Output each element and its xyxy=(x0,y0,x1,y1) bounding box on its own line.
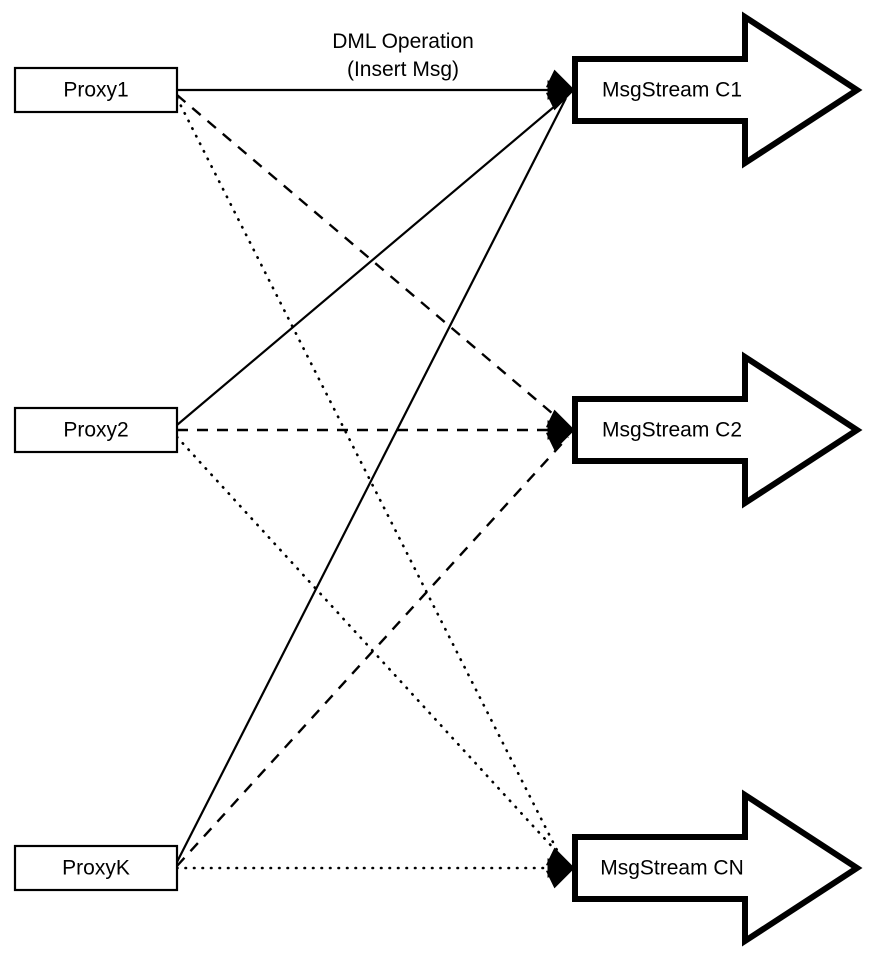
stream-label-stream_c2: MsgStream C2 xyxy=(602,419,742,442)
link-proxy1-to-stream_cn xyxy=(175,96,566,866)
link-proxy2-to-stream_c1 xyxy=(176,94,569,426)
proxy-label-proxyK: ProxyK xyxy=(62,857,130,880)
link-layer xyxy=(175,88,572,870)
link-proxy1-to-stream_c2 xyxy=(176,94,567,426)
proxy-label-proxy2: Proxy2 xyxy=(63,419,128,442)
stream-node-stream_c1[interactable]: MsgStream C1 xyxy=(572,11,863,169)
stream-arrow-shape-stream_c2 xyxy=(572,351,863,509)
stream-node-stream_cn[interactable]: MsgStream CN xyxy=(572,789,863,947)
proxy-node-proxy2[interactable]: Proxy2 xyxy=(13,406,179,454)
proxy-node-proxyK[interactable]: ProxyK xyxy=(13,844,179,892)
arrowhead-cluster-head_c2 xyxy=(545,409,576,451)
proxy-box-proxy1 xyxy=(13,66,179,114)
stream-label-stream_cn: MsgStream CN xyxy=(600,857,744,880)
edge-caption-group: DML Operation (Insert Msg) xyxy=(332,30,474,81)
link-proxyK-to-stream_c2 xyxy=(176,436,569,867)
proxy-node-proxy1[interactable]: Proxy1 xyxy=(13,66,179,114)
arrowhead-cluster-head_cn xyxy=(545,847,576,889)
arrowhead-cluster-head_c1 xyxy=(545,69,576,111)
arrowhead-head_c1-2 xyxy=(545,69,576,91)
link-proxy2-to-stream_cn xyxy=(175,435,568,864)
stream-label-stream_c1: MsgStream C1 xyxy=(602,79,742,102)
edge-caption-line1: DML Operation xyxy=(332,30,474,53)
stream-node-stream_c2[interactable]: MsgStream C2 xyxy=(572,351,863,509)
arrowhead-head_cn-2 xyxy=(545,847,576,869)
edge-caption-line2: (Insert Msg) xyxy=(347,58,459,81)
stream-arrow-shape-stream_cn xyxy=(572,789,863,947)
stream-arrow-shape-stream_c1 xyxy=(572,11,863,169)
arrowhead-layer xyxy=(545,69,576,889)
link-proxyK-to-stream_c1 xyxy=(176,97,567,863)
stream-layer: MsgStream C1 MsgStream C2 MsgStream CN xyxy=(572,11,863,947)
proxy-box-proxyK xyxy=(13,844,179,892)
proxy-label-proxy1: Proxy1 xyxy=(63,79,128,102)
arrowhead-head_c2-2 xyxy=(545,409,576,431)
proxy-box-proxy2 xyxy=(13,406,179,454)
